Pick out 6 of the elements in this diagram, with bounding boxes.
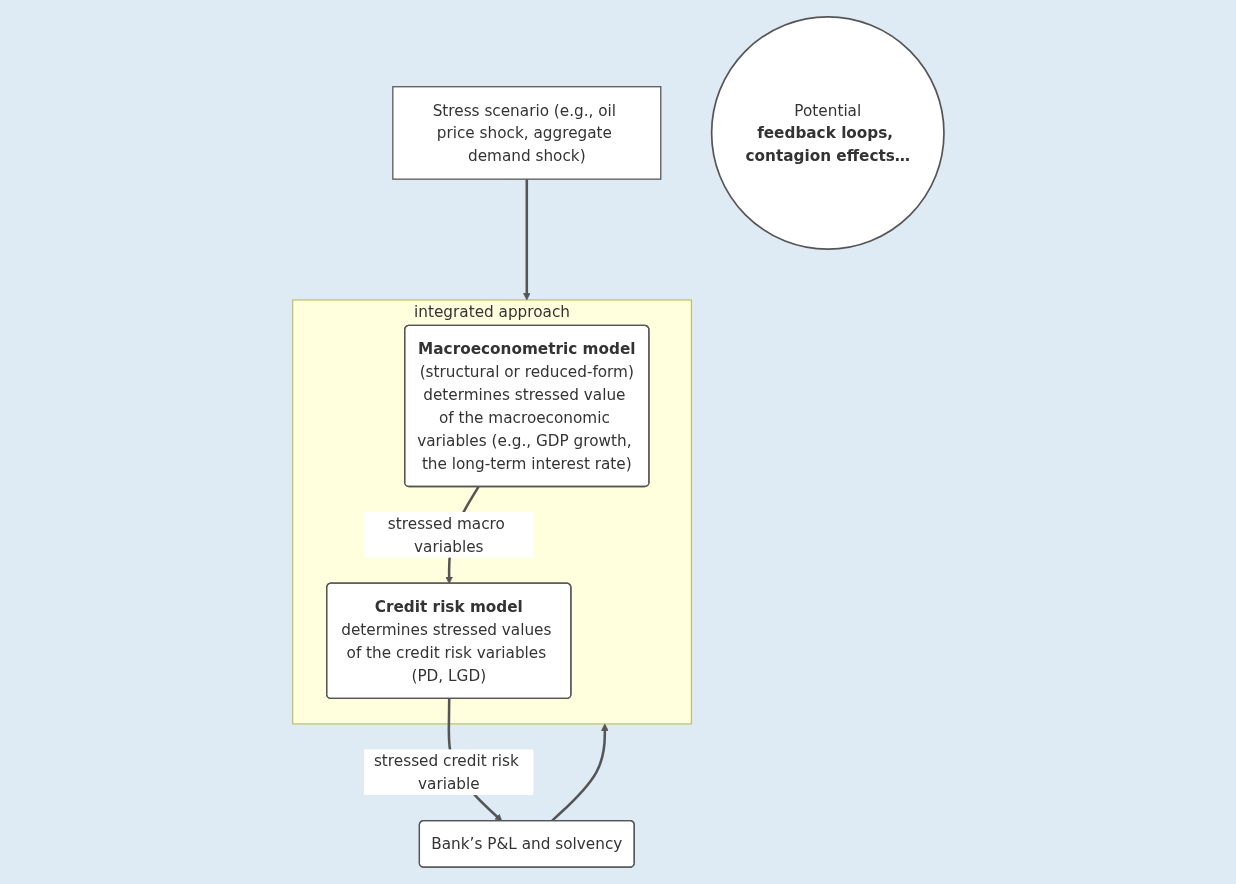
node-box: Stress scenario (e.g., oil price shock, aggregate demand shock) [391, 86, 662, 180]
arrow [522, 179, 531, 301]
node-circle: Potential feedback loops, contagion effects… [710, 15, 945, 250]
edge-label: stressed credit risk variable [373, 751, 519, 793]
arrow [550, 723, 609, 822]
edge-label: stressed macro variables [387, 514, 505, 556]
